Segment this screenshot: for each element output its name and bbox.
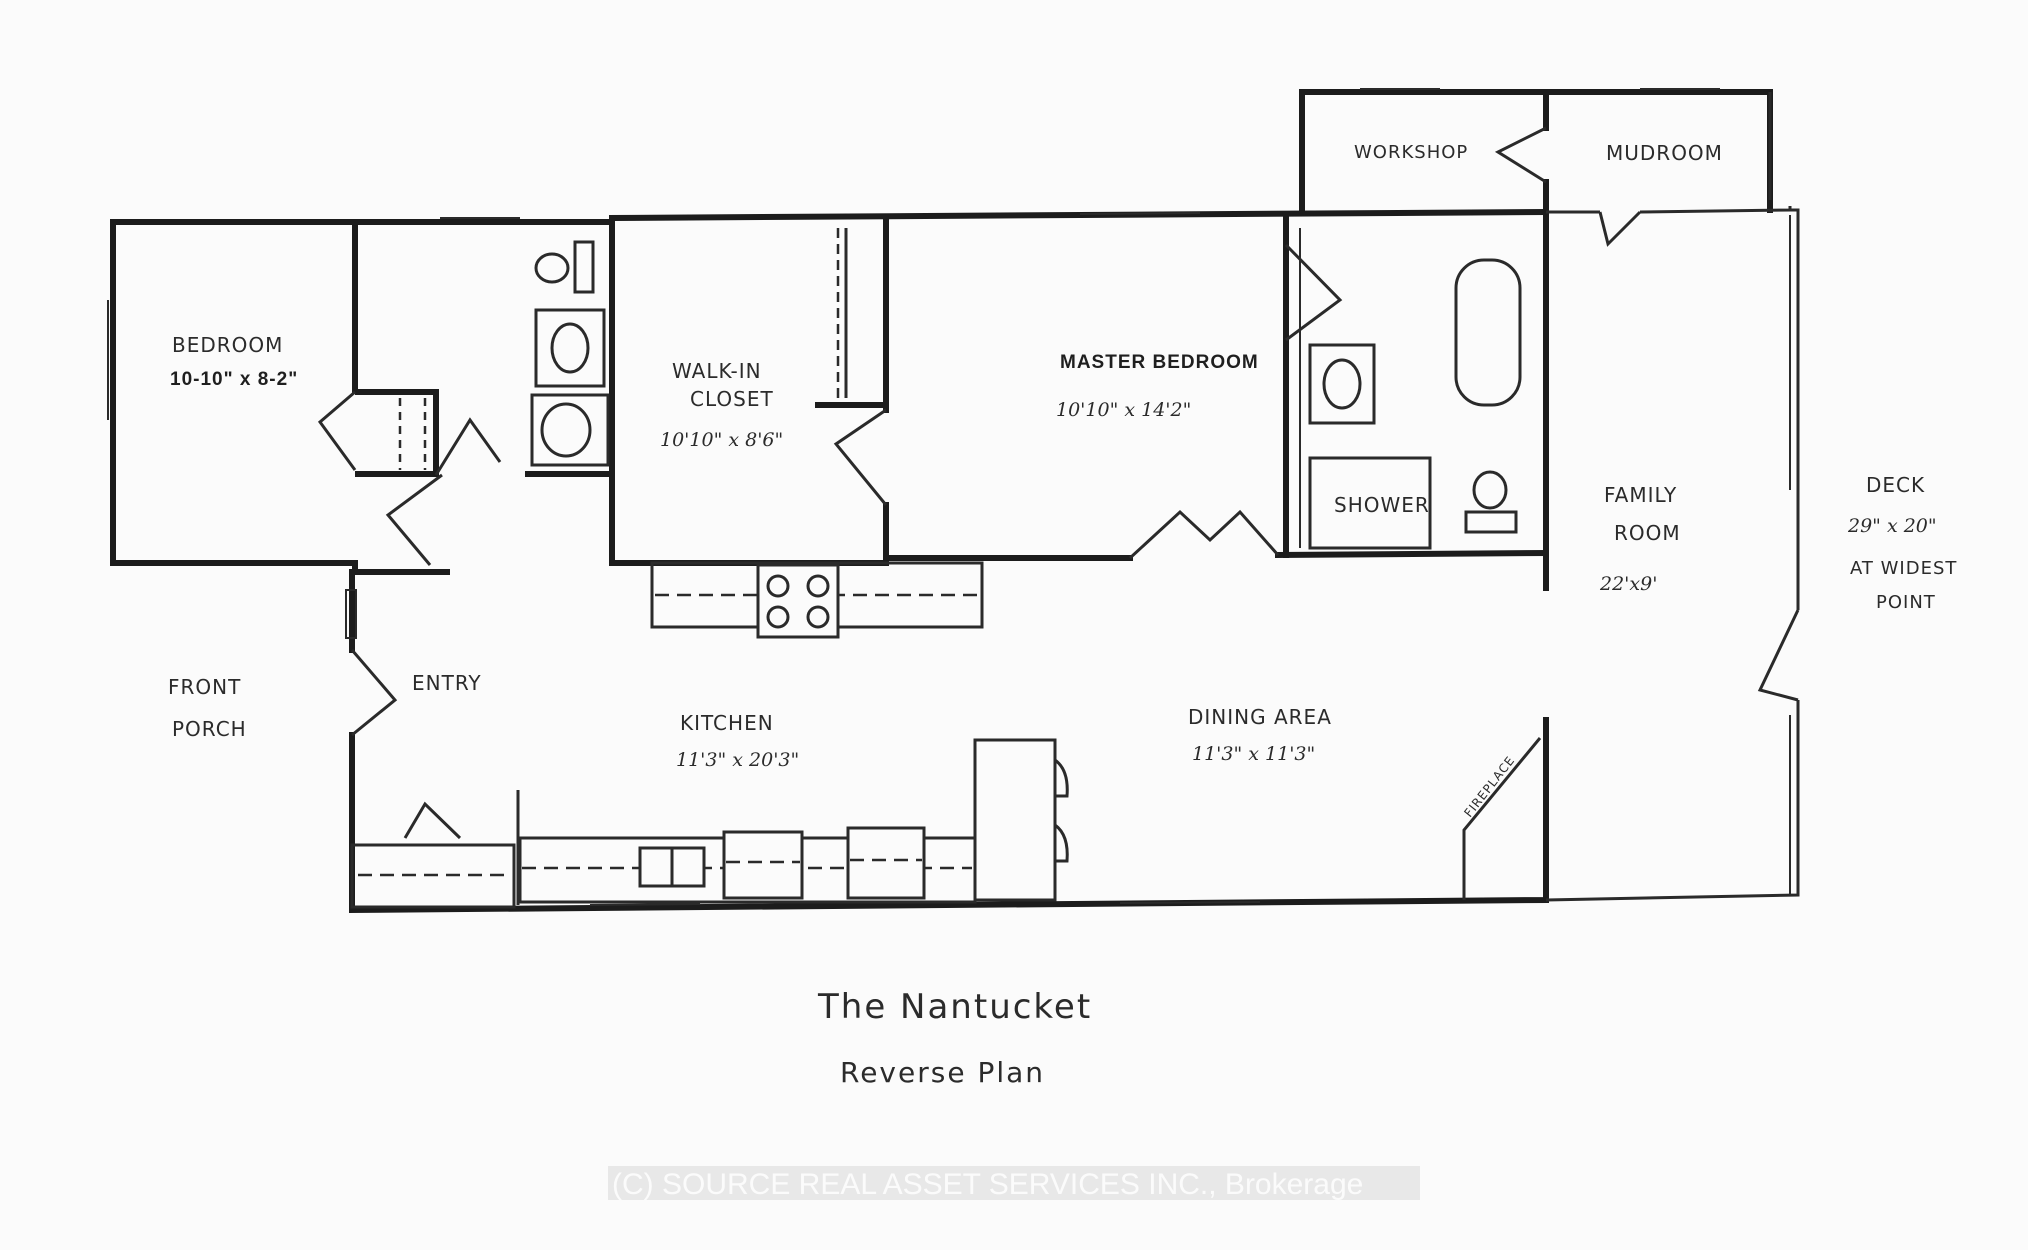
plan-title: The Nantucket [817,987,1092,1027]
dining-area-label: DINING AREA [1188,705,1332,729]
fixtures [350,228,1522,909]
master-bedroom-dims: 10'10" x 14'2" [1056,399,1191,421]
walls [110,89,1773,914]
front-porch-label-1: FRONT [168,675,241,699]
front-porch-label-2: PORCH [172,717,247,741]
master-bedroom-label: MASTER BEDROOM [1060,352,1259,373]
walk-in-closet-label-2: CLOSET [690,387,774,411]
watermark-backdrop [608,1166,1420,1200]
walk-in-closet-dims: 10'10" x 8'6" [660,429,783,451]
shower-label: SHOWER [1334,493,1430,517]
doors [317,126,1800,840]
family-room-label-2: ROOM [1614,521,1681,545]
workshop-label: WORKSHOP [1354,142,1468,163]
kitchen-label: KITCHEN [680,711,774,735]
entry-label: ENTRY [412,671,482,695]
deck-note-1: AT WIDEST [1850,558,1957,579]
bedroom-label: BEDROOM [172,333,283,357]
deck-note-2: POINT [1876,592,1936,613]
mudroom-label: MUDROOM [1606,141,1723,165]
family-room-walls [1545,92,1800,902]
watermark: (C) SOURCE REAL ASSET SERVICES INC., Bro… [612,1168,1363,1201]
deck-label: DECK [1866,473,1925,497]
fireplace-label: FIREPLACE [1461,753,1517,820]
dining-area-dims: 11'3" x 11'3" [1192,743,1315,765]
plan-subtitle: Reverse Plan [840,1056,1045,1089]
family-room-label-1: FAMILY [1604,483,1677,507]
windows [107,88,1720,906]
walk-in-closet-label-1: WALK-IN [672,359,762,383]
family-room-dims: 22'x9' [1599,573,1657,595]
bedroom-dims: 10-10" x 8-2" [170,369,298,390]
deck-dims: 29" x 20" [1847,515,1937,537]
kitchen-dims: 11'3" x 20'3" [676,749,799,771]
